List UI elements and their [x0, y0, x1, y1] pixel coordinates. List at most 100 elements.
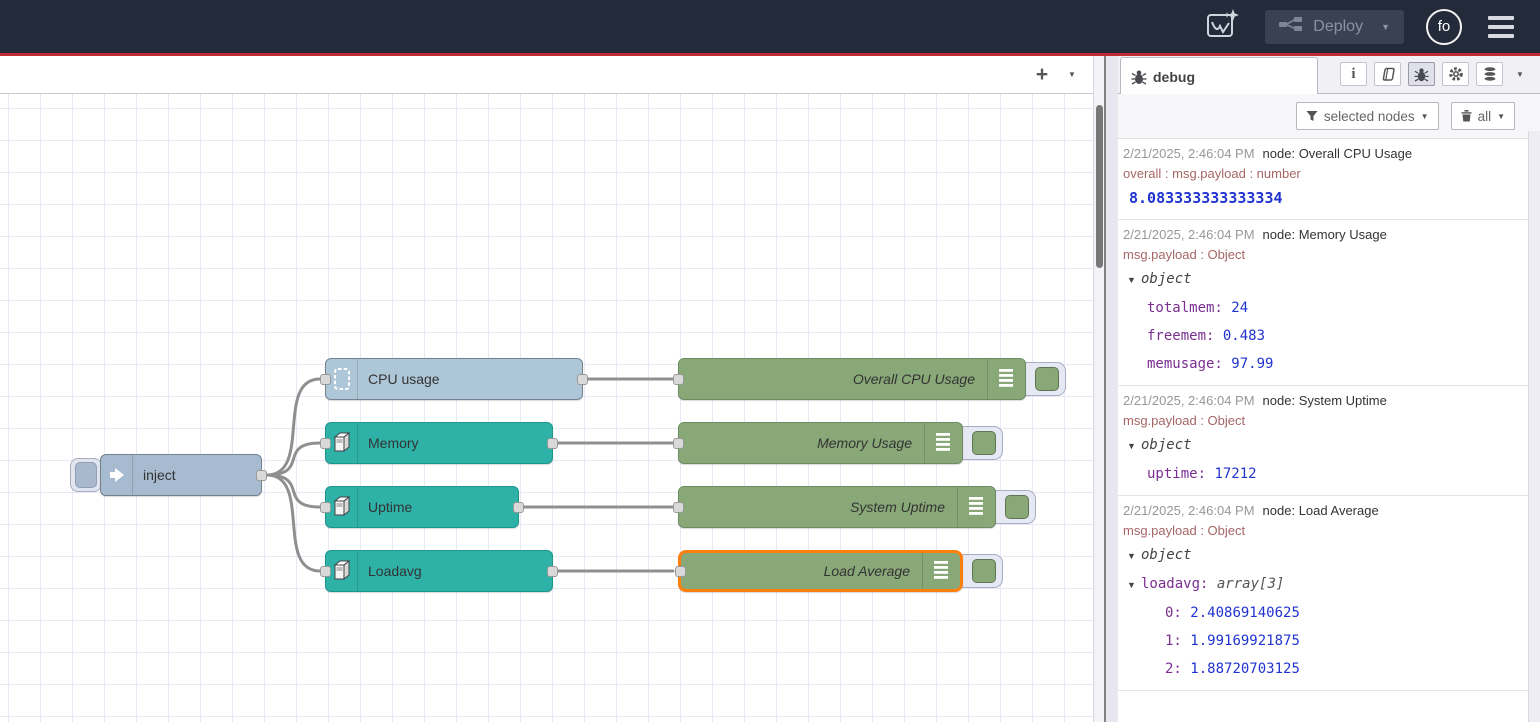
user-avatar[interactable]: fo — [1426, 8, 1462, 45]
filter-nodes-button[interactable]: selected nodes ▼ — [1295, 102, 1439, 130]
output-port[interactable] — [513, 502, 524, 513]
output-port[interactable] — [256, 470, 267, 481]
output-port[interactable] — [547, 438, 558, 449]
database-icon — [1483, 66, 1496, 82]
array-item-row[interactable]: 2: 1.88720703125 — [1165, 661, 1300, 677]
message-source-node: node: Overall CPU Usage — [1262, 146, 1413, 161]
inject-arrow-icon — [109, 468, 124, 482]
array-row[interactable]: ▼loadavg: array[3] — [1123, 570, 1526, 599]
node-uptime[interactable]: Uptime — [320, 486, 524, 528]
property-row[interactable]: memusage: 97.99 — [1147, 356, 1274, 372]
server-tower-icon — [333, 559, 350, 581]
debug-toggle-button[interactable] — [955, 426, 1003, 460]
flow-tabbar: + ▼ — [0, 56, 1093, 94]
filter-label: selected nodes — [1323, 108, 1415, 124]
node-label: Uptime — [368, 499, 413, 515]
node-cpu-usage[interactable]: CPU usage — [320, 358, 588, 400]
flow-canvas-column: + ▼ inject — [0, 56, 1104, 722]
node-inject[interactable]: inject — [100, 454, 267, 496]
main-menu-button[interactable] — [1484, 12, 1518, 42]
input-port[interactable] — [675, 566, 686, 577]
ai-flow-button[interactable] — [1203, 7, 1243, 47]
property-row[interactable]: totalmem: 24 — [1147, 300, 1249, 316]
message-meta: msg.payload : Object — [1123, 523, 1246, 538]
config-tab-button[interactable] — [1442, 62, 1469, 86]
sidebar-splitter[interactable] — [1104, 56, 1118, 722]
node-label: Memory — [368, 435, 419, 451]
canvas-scrollbar[interactable] — [1093, 56, 1104, 722]
info-tab-button[interactable]: i — [1340, 62, 1367, 86]
node-memory-usage[interactable]: Memory Usage — [673, 422, 963, 464]
add-flow-button[interactable]: + — [1035, 62, 1049, 86]
header-accent-line — [0, 53, 1540, 56]
filter-funnel-icon — [1306, 111, 1318, 121]
debug-toggle-button[interactable] — [988, 490, 1036, 524]
sidebar-menu-caret-button[interactable]: ▼ — [1510, 62, 1530, 86]
clear-messages-button[interactable]: all ▼ — [1450, 102, 1515, 130]
collapse-caret-icon[interactable]: ▼ — [1127, 551, 1136, 561]
tab-debug-label: debug — [1153, 68, 1195, 85]
input-port[interactable] — [673, 438, 684, 449]
message-timestamp: 2/21/2025, 2:46:04 PM — [1123, 146, 1255, 161]
object-row[interactable]: ▼object — [1123, 431, 1526, 460]
debug-toggle-button[interactable] — [1018, 362, 1066, 396]
debug-toggle-button[interactable] — [955, 554, 1003, 588]
info-icon: i — [1351, 65, 1356, 82]
input-port[interactable] — [673, 374, 684, 385]
canvas-scrollbar-thumb[interactable] — [1096, 105, 1103, 268]
input-port[interactable] — [673, 502, 684, 513]
debug-message-list[interactable]: 2/21/2025, 2:46:04 PM node: Overall CPU U… — [1118, 138, 1540, 722]
deploy-caret-icon[interactable]: ▼ — [1381, 21, 1390, 32]
collapse-caret-icon[interactable]: ▼ — [1127, 580, 1136, 590]
deploy-flow-icon — [1279, 16, 1303, 37]
bug-icon — [1131, 70, 1147, 85]
chevron-down-icon: ▼ — [1420, 111, 1429, 121]
tab-debug[interactable]: debug — [1120, 57, 1318, 95]
node-system-uptime[interactable]: System Uptime — [673, 486, 996, 528]
node-label: Memory Usage — [817, 435, 912, 451]
array-item-row[interactable]: 0: 2.40869140625 — [1165, 605, 1300, 621]
message-meta: overall : msg.payload : number — [1123, 166, 1301, 181]
input-port[interactable] — [320, 438, 331, 449]
node-memory[interactable]: Memory — [320, 422, 558, 464]
node-load-average[interactable]: Load Average — [675, 550, 963, 592]
debug-message[interactable]: 2/21/2025, 2:46:04 PM node: Overall CPU U… — [1118, 139, 1540, 220]
debug-list-icon — [968, 497, 983, 515]
array-item-row[interactable]: 1: 1.99169921875 — [1165, 633, 1300, 649]
sidebar-icon-row: i — [1340, 62, 1530, 86]
context-data-tab-button[interactable] — [1476, 62, 1503, 86]
debug-toolbar: selected nodes ▼ all ▼ — [1118, 94, 1540, 138]
property-row[interactable]: freemem: 0.483 — [1147, 328, 1266, 344]
message-source-node: node: Memory Usage — [1262, 227, 1387, 242]
object-row[interactable]: ▼object — [1123, 265, 1526, 294]
sidebar-scrollbar[interactable] — [1528, 131, 1540, 722]
input-port[interactable] — [320, 374, 331, 385]
debug-list-icon — [935, 433, 950, 451]
output-port[interactable] — [577, 374, 588, 385]
node-overall-cpu-usage[interactable]: Overall CPU Usage — [673, 358, 1026, 400]
property-row[interactable]: uptime: 17212 — [1147, 466, 1257, 482]
output-port[interactable] — [547, 566, 558, 577]
input-port[interactable] — [320, 502, 331, 513]
chevron-down-icon: ▼ — [1068, 70, 1076, 79]
deploy-button[interactable]: Deploy ▼ — [1265, 9, 1404, 44]
message-timestamp: 2/21/2025, 2:46:04 PM — [1123, 393, 1255, 408]
collapse-caret-icon[interactable]: ▼ — [1127, 275, 1136, 285]
header: Deploy ▼ fo — [0, 0, 1540, 53]
help-tab-button[interactable] — [1374, 62, 1401, 86]
input-port[interactable] — [320, 566, 331, 577]
deploy-label: Deploy — [1313, 17, 1364, 35]
message-meta: msg.payload : Object — [1123, 413, 1246, 428]
flow-canvas[interactable]: inject CPU usage — [0, 94, 1093, 722]
flow-list-caret-button[interactable]: ▼ — [1057, 61, 1087, 89]
debug-tab-button[interactable] — [1408, 62, 1435, 86]
collapse-caret-icon[interactable]: ▼ — [1127, 441, 1136, 451]
inject-trigger-button[interactable] — [70, 458, 102, 492]
object-row[interactable]: ▼object — [1123, 541, 1526, 570]
book-icon — [1382, 67, 1395, 81]
chevron-down-icon: ▼ — [1497, 111, 1505, 121]
node-loadavg[interactable]: Loadavg — [320, 550, 558, 592]
